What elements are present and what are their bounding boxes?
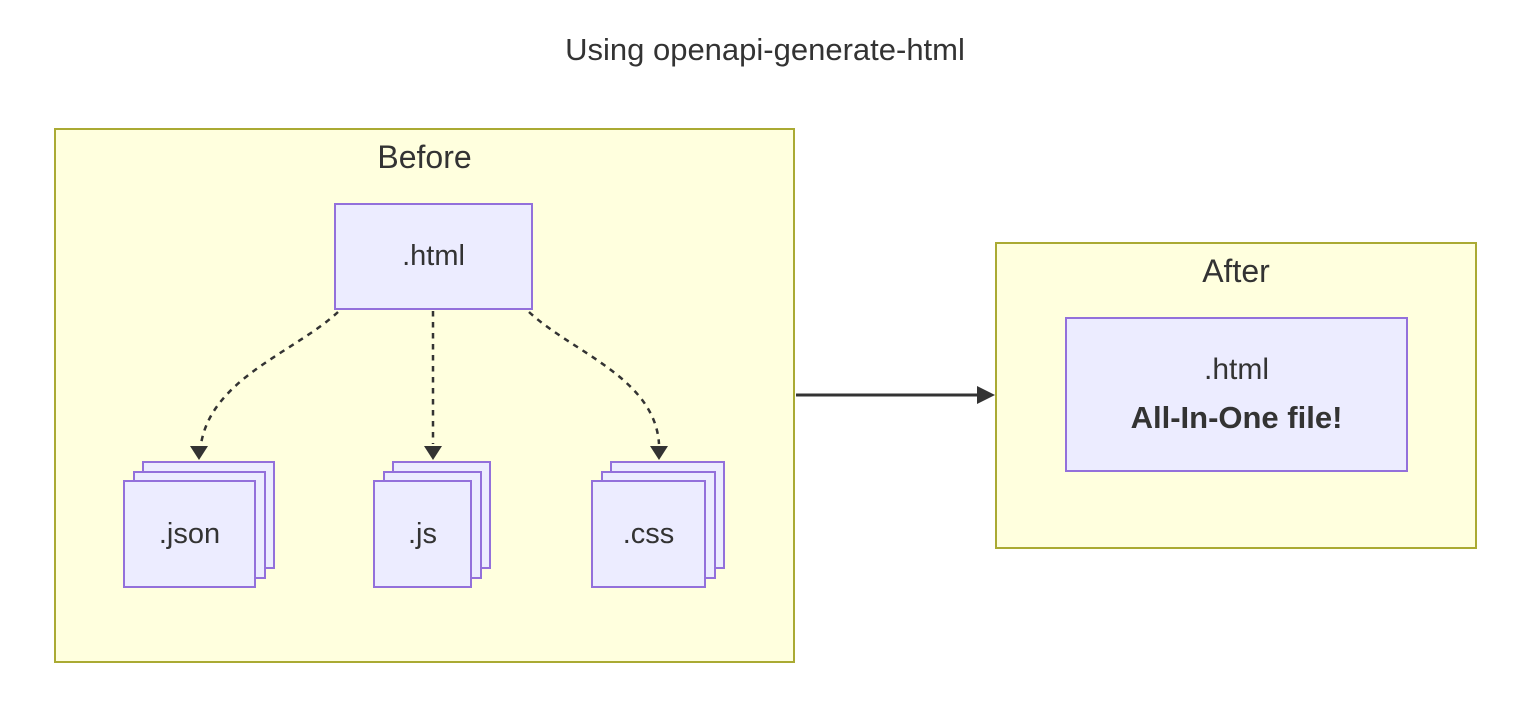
node-all-in-one-label-line2: All-In-One file! [1130, 399, 1343, 435]
node-css-label: .css [622, 517, 675, 550]
before-cluster-label: Before [377, 139, 472, 175]
arrowhead-after [977, 386, 995, 404]
node-js-stack: .js [373, 461, 492, 588]
json-stack-layer-front [123, 480, 256, 588]
css-stack-layer-front [591, 480, 706, 588]
node-html-label: .html [402, 240, 465, 272]
js-stack-layer-front [373, 480, 472, 588]
node-css-stack: .css [591, 461, 726, 588]
node-json-stack: .json [123, 461, 275, 588]
node-all-in-one-label-line1: .html [1203, 353, 1269, 387]
diagram-title: Using openapi-generate-html [565, 32, 965, 67]
node-all-in-one: .html All-In-One file! [1065, 317, 1408, 472]
node-html: .html [334, 203, 533, 310]
node-json-label: .json [158, 517, 221, 550]
after-cluster-label: After [1202, 253, 1270, 289]
node-js-label: .js [408, 517, 437, 550]
